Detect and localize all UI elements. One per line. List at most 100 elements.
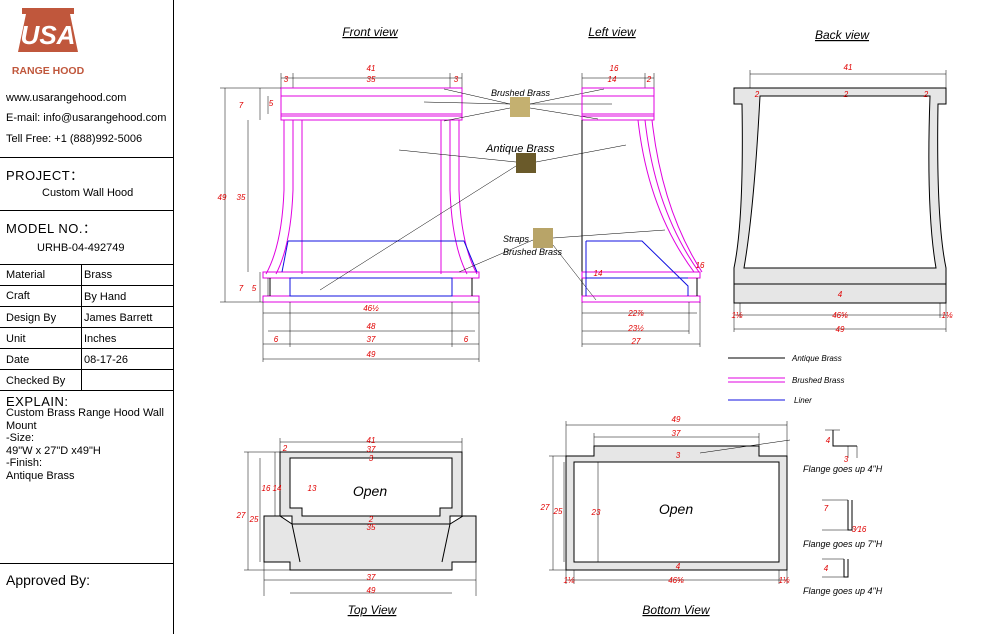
phone-text: Tell Free: +1 (888)992-5006 (6, 133, 143, 145)
spec-value-date: 08-17-26 (84, 354, 129, 366)
svg-text:35: 35 (237, 193, 246, 202)
top-view-drawing: 41 37 3 2 16 14 13 27 25 2 35 37 49 Open (236, 436, 477, 596)
svg-text:14: 14 (273, 484, 282, 493)
straps-swatch (533, 228, 553, 248)
svg-text:4: 4 (676, 562, 681, 571)
svg-text:2: 2 (923, 90, 929, 99)
bottom-view-drawing: 49 37 3 27 25 23 4 46⅝ 1⅛ 1⅛ Open (540, 415, 791, 585)
svg-text:RANGE HOOD: RANGE HOOD (12, 65, 85, 77)
svg-text:49: 49 (836, 325, 845, 334)
svg-text:46⅝: 46⅝ (832, 311, 848, 320)
svg-text:37: 37 (367, 573, 376, 582)
spec-value-craft: By Hand (84, 291, 127, 303)
svg-text:37: 37 (367, 445, 376, 454)
svg-text:13: 13 (308, 484, 317, 493)
svg-text:3: 3 (676, 451, 681, 460)
bottom-open-label: Open (659, 501, 693, 517)
svg-text:35: 35 (367, 523, 376, 532)
svg-text:16: 16 (262, 484, 271, 493)
website-text: www.usarangehood.com (6, 92, 127, 104)
svg-text:41: 41 (367, 436, 376, 445)
approved-label: Approved By: (6, 572, 91, 588)
svg-text:5: 5 (269, 99, 274, 108)
svg-text:48: 48 (367, 322, 376, 331)
svg-text:3: 3 (454, 75, 459, 84)
brushed-brass-label: Brushed Brass (491, 88, 551, 98)
svg-text:2: 2 (368, 515, 374, 524)
svg-text:3: 3 (284, 75, 289, 84)
svg-text:2: 2 (754, 90, 760, 99)
svg-text:7: 7 (239, 101, 244, 110)
antique-brass-swatch (516, 153, 536, 173)
svg-text:46⅝: 46⅝ (668, 576, 684, 585)
svg-text:41: 41 (367, 64, 376, 73)
front-view-title: Front view (342, 25, 399, 39)
svg-text:49: 49 (367, 350, 376, 359)
spec-label-checked: Checked By (6, 375, 66, 387)
svg-text:4: 4 (824, 564, 829, 573)
svg-text:14: 14 (608, 75, 617, 84)
spec-label-unit: Unit (6, 333, 26, 345)
svg-text:3: 3 (844, 455, 849, 464)
left-view-title: Left view (588, 25, 637, 39)
svg-text:46½: 46½ (363, 304, 379, 313)
svg-text:3⁄16: 3⁄16 (852, 525, 867, 534)
svg-text:37: 37 (367, 335, 376, 344)
flange-note-3: Flange goes up 4"H (803, 586, 883, 596)
brushed-brass-swatch (510, 97, 530, 117)
flange-note-2: Flange goes up 7"H (803, 539, 883, 549)
spec-label-material: Material (6, 269, 46, 281)
svg-text:4: 4 (838, 290, 843, 299)
svg-text:5: 5 (252, 284, 257, 293)
svg-text:1⅛: 1⅛ (778, 576, 789, 585)
spec-label-design: Design By (6, 312, 57, 324)
spec-value-design: James Barrett (84, 312, 153, 324)
svg-text:2: 2 (646, 75, 652, 84)
back-view-title: Back view (815, 28, 870, 42)
straps-label: Straps (503, 234, 530, 244)
svg-text:1⅛: 1⅛ (941, 311, 952, 320)
svg-text:22⅞: 22⅞ (627, 309, 644, 318)
project-value: Custom Wall Hood (42, 187, 134, 199)
svg-text:23: 23 (591, 508, 601, 517)
svg-text:37: 37 (672, 429, 681, 438)
svg-text:USA: USA (21, 20, 76, 50)
svg-text:23½: 23½ (627, 324, 644, 333)
line-legend: Antique Brass Brushed Brass Liner (728, 354, 844, 405)
email-text: E-mail: info@usarangehood.com (6, 112, 167, 124)
spec-value-unit: Inches (84, 333, 117, 345)
svg-text:14: 14 (594, 269, 603, 278)
spec-label-craft: Craft (6, 290, 30, 302)
svg-text:1⅛: 1⅛ (731, 311, 742, 320)
svg-text:49: 49 (367, 586, 376, 595)
material-callouts: Brushed Brass Antique Brass Straps Brush… (319, 88, 666, 301)
svg-text:27: 27 (236, 511, 246, 520)
svg-text:25: 25 (553, 507, 563, 516)
svg-text:2: 2 (282, 444, 288, 453)
svg-text:16: 16 (610, 64, 619, 73)
top-open-label: Open (353, 483, 387, 499)
title-block: USA RANGE HOOD www.usarangehood.com E-ma… (0, 0, 174, 634)
svg-text:49: 49 (218, 193, 227, 202)
project-label: PROJECT： (6, 168, 84, 183)
antique-brass-label: Antique Brass (485, 143, 555, 155)
flange-note-1: Flange goes up 4"H (803, 464, 883, 474)
svg-text:16: 16 (696, 261, 705, 270)
svg-text:3: 3 (369, 454, 374, 463)
bottom-view-title: Bottom View (642, 603, 710, 617)
front-view-drawing: 41 35 3 3 49 35 7 5 7 5 46½ 48 6 37 6 49 (218, 64, 480, 362)
svg-text:41: 41 (844, 63, 853, 72)
explain-text: Custom Brass Range Hood Wall Mount -Size… (6, 407, 164, 482)
svg-text:1⅛: 1⅛ (563, 576, 574, 585)
svg-text:7: 7 (824, 504, 829, 513)
svg-text:25: 25 (249, 515, 259, 524)
drawing-sheet: .k{fill:none;stroke:#000;stroke-width:1}… (218, 25, 953, 617)
svg-text:35: 35 (367, 75, 376, 84)
straps-brushed-label: Brushed Brass (503, 247, 563, 257)
svg-text:4: 4 (826, 436, 831, 445)
spec-label-date: Date (6, 354, 30, 366)
svg-text:6: 6 (464, 335, 469, 344)
model-value: URHB-04-492749 (37, 242, 125, 254)
usa-range-hood-logo: USA RANGE HOOD (12, 8, 85, 77)
svg-text:2: 2 (843, 90, 849, 99)
